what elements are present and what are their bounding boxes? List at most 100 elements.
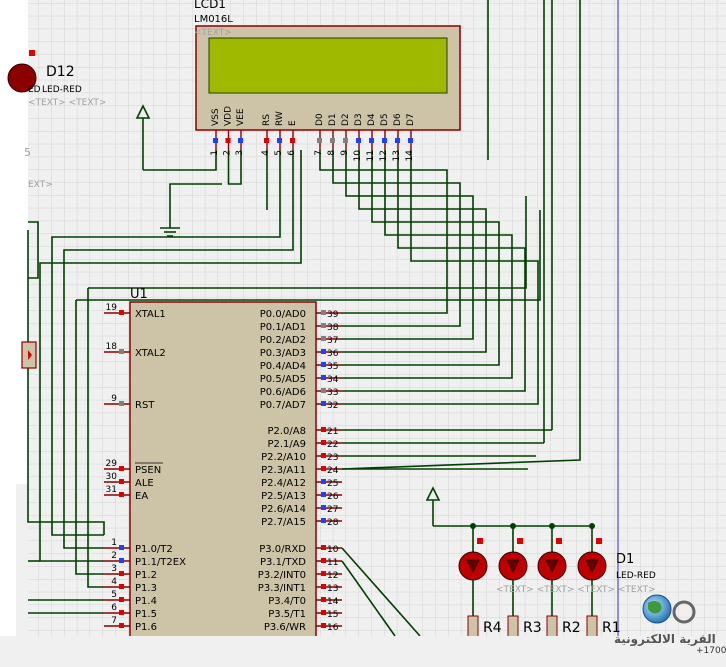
mcu-right-pin-number: 21 [327, 427, 338, 437]
lcd-pin-number: 4 [261, 150, 271, 156]
mcu-right-pin-marker [321, 388, 326, 393]
mcu-right-pin-number: 27 [327, 505, 338, 515]
mcu-right-pin-number: 32 [327, 401, 338, 411]
lcd-pin-marker [369, 138, 374, 143]
lcd-pin-name: E [288, 120, 298, 126]
mcu-right-pin-marker [321, 375, 326, 380]
mcu-right-pin-name: P0.3/AD3 [260, 348, 306, 359]
lcd-pin-marker [264, 138, 269, 143]
mcu-right-pin-marker [321, 323, 326, 328]
mcu-body[interactable] [129, 301, 317, 643]
led-d12-body[interactable] [7, 63, 37, 93]
mcu-right-pin-number: 10 [327, 545, 339, 555]
wire [342, 150, 474, 340]
mcu-left-pin-number: 2 [111, 551, 117, 561]
led-d12-pin [29, 50, 35, 56]
mcu-left-pin-marker [119, 558, 124, 563]
mcu-right-pin-marker [321, 558, 326, 563]
led-array[interactable]: R4D4R3D3R2D2R1D1 [458, 523, 621, 641]
led-pin-marker [556, 538, 562, 544]
mcu-left-pin-number: 4 [111, 577, 117, 587]
mcu-left-pin-name: P1.5 [135, 609, 157, 620]
mcu-right-pin-number: 23 [327, 453, 338, 463]
lcd-screen [208, 37, 448, 94]
wire [341, 547, 421, 637]
led-d12-model: LED-RED [42, 85, 82, 95]
left-partial-arrow [28, 350, 32, 360]
mcu-left-pin-number: 1 [111, 538, 117, 548]
mcu-left-pin-marker [119, 597, 124, 602]
mcu-left-pin-number: 5 [111, 590, 117, 600]
resistor-ref: R3 [523, 620, 542, 636]
mcu-right-pin-number: 33 [327, 388, 338, 398]
wire [227, 150, 242, 185]
mcu-right-pin-number: 25 [327, 479, 338, 489]
mcu-right-pin-name: P2.2/A10 [261, 452, 306, 463]
lcd-component[interactable]: LCD1 LM016L <TEXT> 1VSS2VDD3VEE4RS5RW6E7… [194, 0, 461, 162]
lcd-pins: 1VSS2VDD3VEE4RS5RW6E7D08D19D210D311D412D… [210, 106, 416, 162]
led-pin-marker [596, 538, 602, 544]
partial-component-text: EXT> [28, 180, 53, 190]
power-terminal-lcd [135, 104, 151, 170]
wire [39, 150, 302, 562]
wire [87, 288, 104, 588]
mcu-left-pin-number: 29 [106, 459, 118, 469]
led-d12-partial-model: ED [28, 85, 41, 95]
lcd-pin-name: D1 [328, 113, 338, 126]
lcd-pin-name: D0 [315, 113, 325, 126]
lcd-pin-number: 11 [366, 150, 376, 161]
mcu-right-pin-marker [321, 349, 326, 354]
mcu-right-pin-number: 24 [327, 466, 339, 476]
wire [75, 300, 104, 575]
mcu-right-pin-marker [321, 505, 326, 510]
mcu-component[interactable]: U1 19XTAL118XTAL29RST29PSEN30ALE31EA1P1.… [104, 287, 342, 643]
mcu-right-pin-name: P2.1/A9 [267, 439, 306, 450]
mcu-right-pin-number: 36 [327, 349, 339, 359]
mcu-right-pin-marker [321, 597, 326, 602]
mcu-right-pin-number: 14 [327, 597, 339, 607]
lcd-pin-name: D4 [367, 113, 377, 126]
mcu-left-pin-name: PSEN [135, 465, 161, 476]
mcu-right-pin-name: P0.5/AD5 [260, 374, 306, 385]
mcu-right-pin-marker [321, 440, 326, 445]
lcd-model-label: LM016L [194, 14, 233, 25]
mcu-ref-label: U1 [130, 287, 148, 302]
mcu-left-pin-name: XTAL1 [135, 309, 166, 320]
lcd-pin-name: D2 [341, 113, 351, 126]
mcu-left-pin-name: ALE [135, 478, 154, 489]
mcu-left-pin-name: P1.4 [135, 596, 157, 607]
led-d12[interactable]: D12 ED LED-RED <TEXT> <TEXT> [7, 50, 106, 108]
mcu-right-pin-marker [321, 336, 326, 341]
mcu-right-pin-number: 15 [327, 610, 338, 620]
lcd-pin-marker [330, 138, 335, 143]
mcu-right-pin-number: 13 [327, 584, 338, 594]
power-terminal-leds [425, 486, 441, 526]
mcu-left-pin-marker [119, 479, 124, 484]
ground-symbol [160, 218, 180, 237]
lcd-pin-marker [356, 138, 361, 143]
mcu-left-pin-marker [119, 492, 124, 497]
lcd-pin-number: 5 [274, 150, 284, 156]
led-d12-ref: D12 [46, 64, 75, 80]
led-d12-text: <TEXT> <TEXT> [28, 98, 106, 108]
led-pin-marker [517, 538, 523, 544]
mcu-right-pin-marker [321, 310, 326, 315]
mcu-right-pin-name: P2.7/A15 [261, 517, 306, 528]
lcd-ref-label: LCD1 [194, 0, 226, 11]
mcu-right-pin-name: P3.0/RXD [259, 544, 306, 555]
led-text-row: <TEXT> <TEXT> <TEXT> <TEXT> [496, 585, 656, 595]
mcu-left-pin-number: 7 [111, 616, 117, 626]
lcd-pin-name: VSS [211, 108, 221, 126]
lcd-pin-name: D7 [406, 113, 416, 126]
mcu-right-pin-name: P2.6/A14 [261, 504, 306, 515]
mcu-right-pin-name: P3.5/T1 [268, 609, 306, 620]
mcu-left-pin-name: XTAL2 [135, 348, 166, 359]
mcu-right-pin-name: P3.4/T0 [268, 596, 306, 607]
mcu-right-pin-number: 34 [327, 375, 339, 385]
mcu-left-pin-name: P1.3 [135, 583, 157, 594]
lcd-pin-marker [290, 138, 295, 143]
mcu-right-pin-name: P0.6/AD6 [260, 387, 306, 398]
lcd-pin-name: D3 [354, 113, 364, 126]
